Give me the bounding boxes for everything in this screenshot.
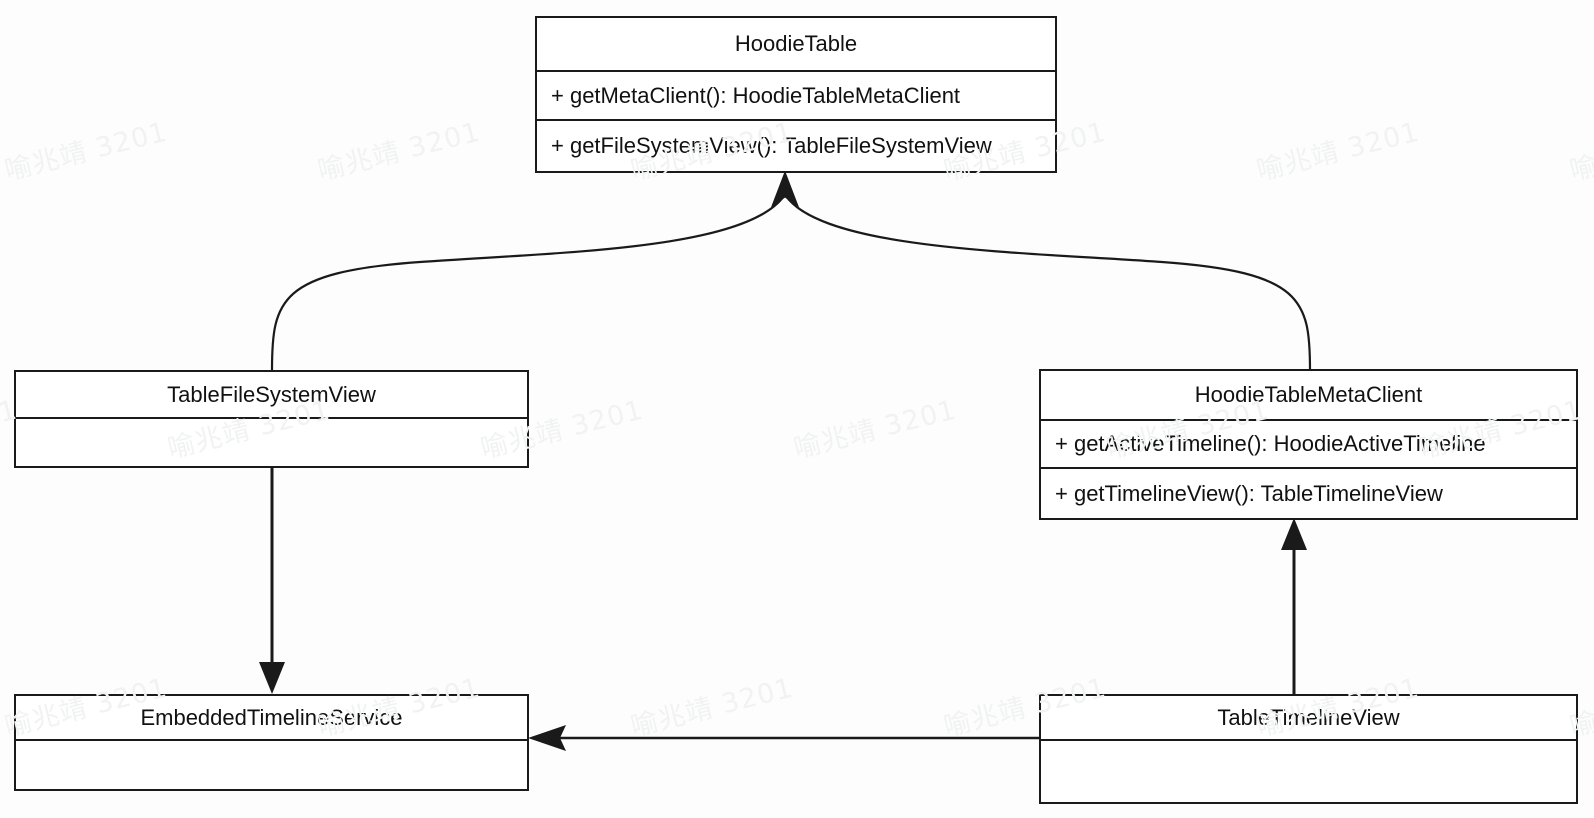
class-name-embedded-timeline-service: EmbeddedTimelineService (16, 696, 527, 741)
edge-table-file-system-view-to-hoodie-table (270, 195, 785, 371)
class-members-hoodie-table-meta-client: + getActiveTimeline(): HoodieActiveTimel… (1041, 421, 1576, 518)
edge-hoodie-table-meta-client-to-hoodie-table (785, 195, 1312, 371)
class-box-hoodie-table-meta-client[interactable]: HoodieTableMetaClient + getActiveTimelin… (1039, 369, 1578, 520)
class-box-embedded-timeline-service[interactable]: EmbeddedTimelineService (14, 694, 529, 791)
class-box-hoodie-table[interactable]: HoodieTable + getMetaClient(): HoodieTab… (535, 16, 1057, 173)
class-box-table-timeline-view[interactable]: TableTimelineView (1039, 694, 1578, 804)
class-member-hoodie-table-0: + getMetaClient(): HoodieTableMetaClient (537, 72, 1055, 121)
class-member-hoodie-table-meta-client-1: + getTimelineView(): TableTimelineView (1055, 480, 1443, 506)
class-name-table-file-system-view: TableFileSystemView (16, 372, 527, 419)
class-members-table-timeline-view (1041, 741, 1576, 804)
arrowhead-into-hoodie-table (770, 170, 800, 208)
class-name-hoodie-table: HoodieTable (537, 18, 1055, 72)
class-member-hoodie-table-meta-client-0: + getActiveTimeline(): HoodieActiveTimel… (1041, 421, 1576, 469)
class-member-hoodie-table-1: + getFileSystemView(): TableFileSystemVi… (551, 133, 992, 158)
arrowhead-into-hoodie-table-meta-client-bottom (1281, 518, 1307, 550)
class-box-table-file-system-view[interactable]: TableFileSystemView (14, 370, 529, 468)
class-members-embedded-timeline-service (16, 741, 527, 791)
class-name-hoodie-table-meta-client: HoodieTableMetaClient (1041, 371, 1576, 421)
class-name-table-timeline-view: TableTimelineView (1041, 696, 1576, 741)
arrowhead-into-embedded-timeline-service-right (528, 725, 566, 751)
arrowhead-into-embedded-timeline-service-top (259, 662, 285, 694)
class-members-table-file-system-view (16, 419, 527, 466)
class-members-hoodie-table: + getMetaClient(): HoodieTableMetaClient… (537, 72, 1055, 171)
